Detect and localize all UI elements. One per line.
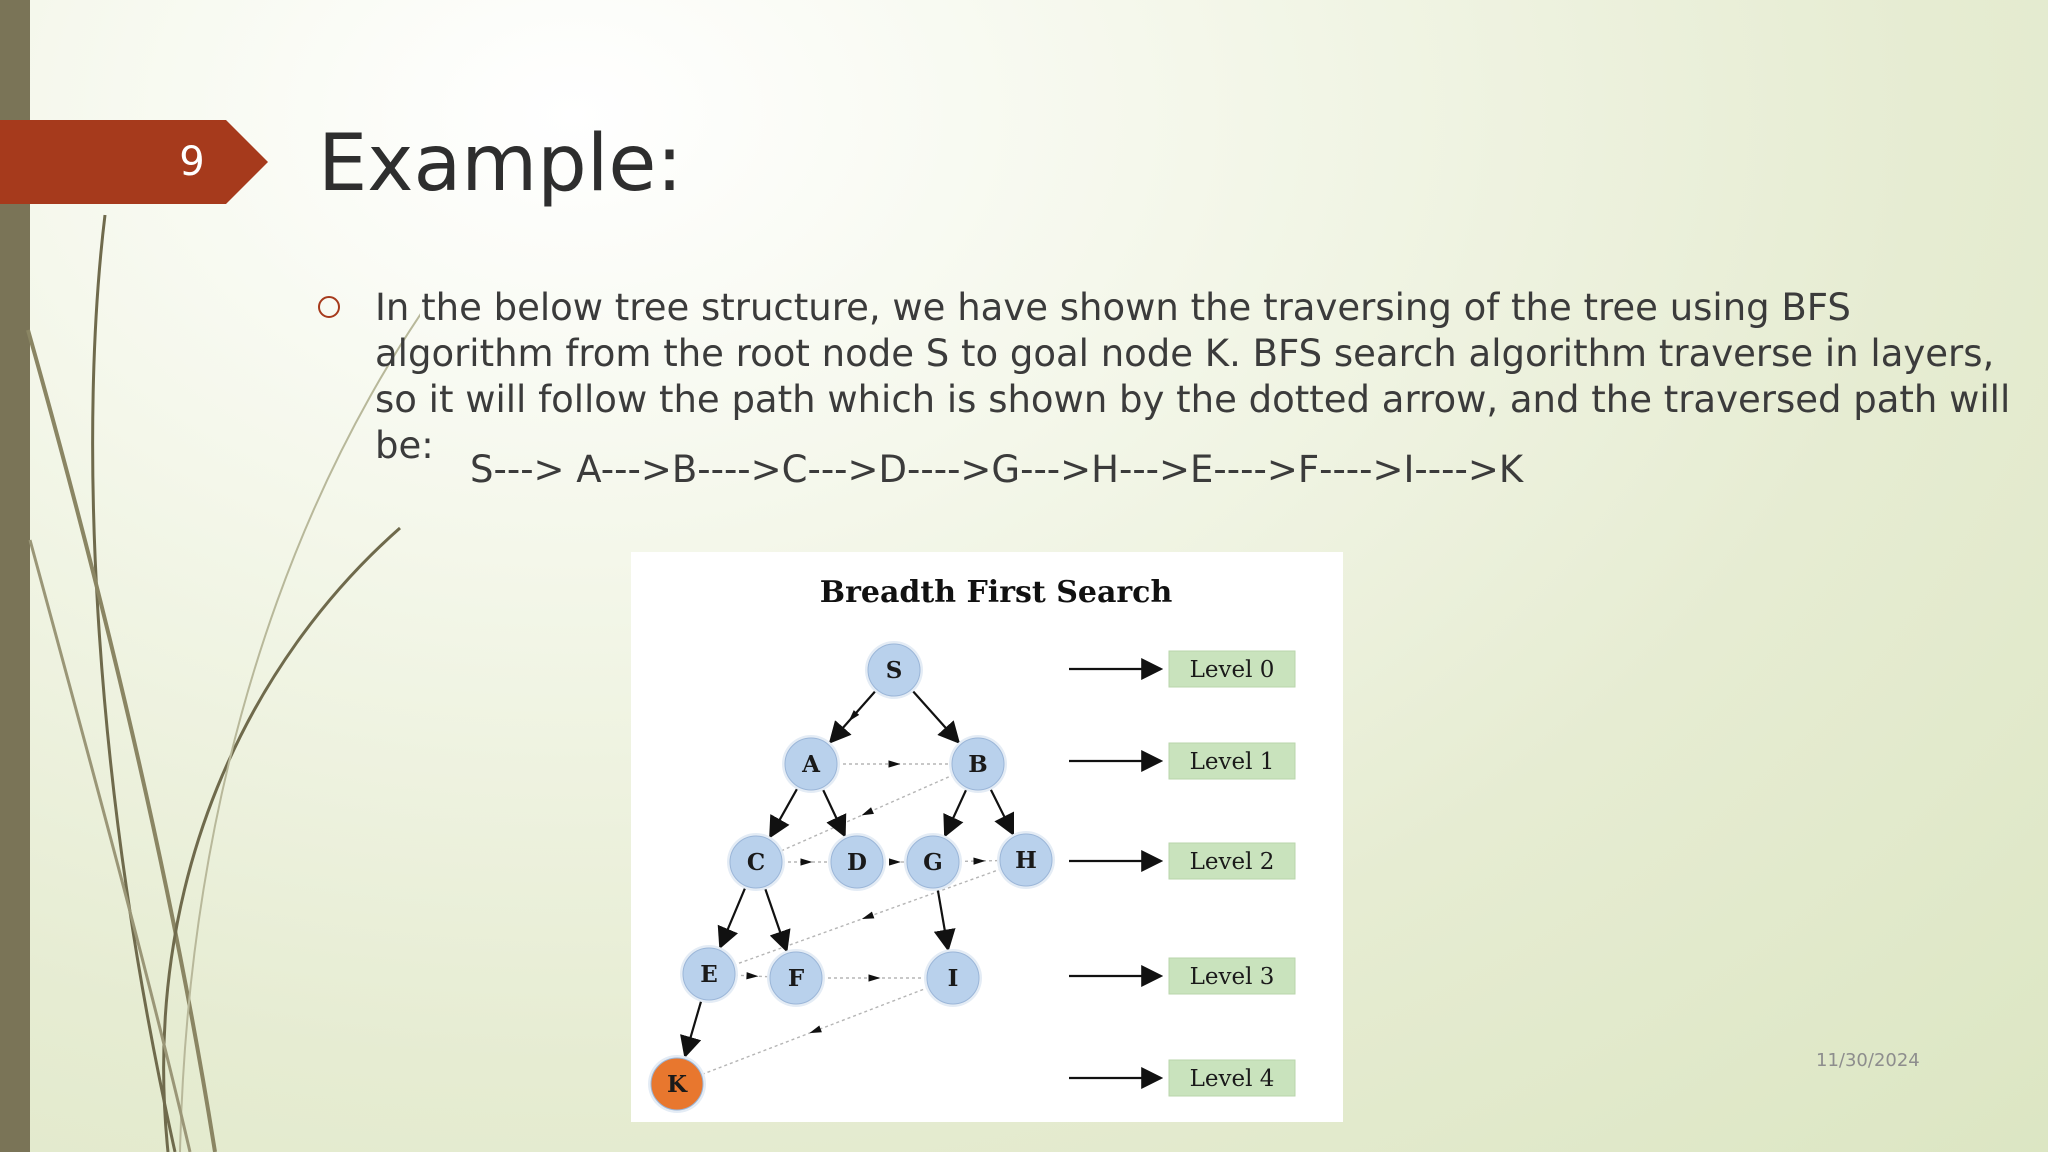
slide-title: Example:	[318, 119, 683, 209]
traversal-arrowhead-icon	[868, 974, 881, 982]
level-badge	[1168, 842, 1296, 880]
tree-node-H: H	[997, 831, 1055, 889]
level-badge	[1168, 742, 1296, 780]
level-badge	[1168, 1059, 1296, 1097]
level-3: Level 3	[1069, 957, 1296, 995]
figure-title: Breadth First Search	[820, 575, 1173, 610]
tree-edge-E-K	[680, 1000, 703, 1059]
tree-edge-C-F	[764, 888, 791, 953]
traversal-arrowhead-icon	[889, 858, 901, 866]
level-label: Level 0	[1190, 657, 1275, 683]
level-badge	[1168, 957, 1296, 995]
node-label: B	[968, 751, 987, 778]
node-label: D	[847, 849, 867, 876]
bfs-tree-diagram: Breadth First Search S A B C D G H E F I K Level 0…	[648, 575, 1296, 1113]
node-label: S	[886, 657, 903, 684]
bullet-circle-icon	[318, 296, 340, 318]
tree-node-I: I	[924, 949, 982, 1007]
level-label: Level 4	[1190, 1066, 1275, 1092]
bfs-figure: Breadth First Search S A B C D G H E F I K Level 0…	[631, 552, 1343, 1122]
slide-number-tag	[0, 120, 268, 204]
tree-node-S: S	[865, 641, 923, 699]
tree-edge-S-B	[911, 690, 961, 745]
traversal-path: S---> A--->B---->C--->D---->G--->H--->E-…	[470, 448, 1524, 491]
node-label: H	[1015, 847, 1037, 874]
traversal-arrowhead-icon	[888, 760, 901, 768]
level-label: Level 1	[1190, 749, 1275, 775]
traversal-arrowhead-icon	[800, 858, 813, 866]
node-label: C	[747, 849, 765, 876]
tree-edge-A-C	[769, 787, 799, 839]
tree-node-K: K	[648, 1055, 706, 1113]
tree-node-E: E	[680, 945, 738, 1003]
tree-node-C: C	[727, 833, 785, 891]
node-label: K	[667, 1071, 688, 1098]
level-0: Level 0	[1069, 650, 1296, 688]
tree-node-B: B	[949, 735, 1007, 793]
tree-node-G: G	[904, 833, 962, 891]
decorative-grass-lines	[26, 214, 420, 1152]
traversal-arrowhead-icon	[973, 857, 986, 865]
tree-edge-G-I	[933, 889, 956, 952]
level-2: Level 2	[1069, 842, 1296, 880]
node-label: F	[788, 965, 805, 992]
level-label: Level 2	[1190, 849, 1275, 875]
slide-date: 11/30/2024	[1816, 1050, 1920, 1071]
traversal-arrowhead-icon	[861, 807, 874, 816]
slide-number: 9	[179, 139, 205, 185]
node-label: I	[948, 965, 959, 992]
tree-edge-B-G	[943, 788, 968, 838]
tree-edge-C-E	[717, 887, 747, 950]
node-label: G	[923, 849, 943, 876]
traversal-arrowhead-icon	[746, 972, 759, 980]
level-badge	[1168, 650, 1296, 688]
tree-node-D: D	[828, 833, 886, 891]
tree-node-F: F	[767, 949, 825, 1007]
level-1: Level 1	[1069, 742, 1296, 780]
level-4: Level 4	[1069, 1059, 1296, 1097]
node-label: A	[801, 751, 821, 778]
tree-edge-B-H	[989, 788, 1015, 837]
body-text: In the below tree structure, we have sho…	[375, 286, 2011, 467]
tree-edge-S-A	[828, 690, 877, 744]
traversal-arrowhead-icon	[809, 1025, 822, 1034]
level-label: Level 3	[1190, 964, 1275, 990]
traversal-arrow-B-C	[779, 773, 955, 853]
tree-node-A: A	[782, 735, 840, 793]
node-label: E	[700, 961, 718, 988]
traversal-arrowhead-icon	[861, 911, 875, 920]
tree-edge-A-D	[821, 788, 847, 838]
